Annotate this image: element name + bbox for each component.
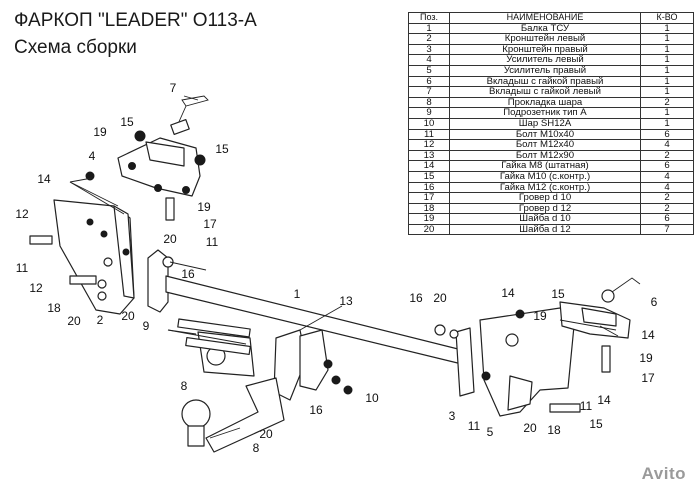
- callout-label: 7: [170, 81, 177, 95]
- callout-label: 6: [651, 295, 658, 309]
- callout-label: 10: [365, 391, 379, 405]
- callout-label: 9: [143, 319, 150, 333]
- callout-label: 19: [197, 200, 211, 214]
- callout-label: 14: [501, 286, 515, 300]
- callout-label: 8: [181, 379, 188, 393]
- socket-plate-part: [177, 318, 255, 377]
- header-quantity: К-ВО: [640, 12, 694, 24]
- callout-label: 20: [523, 421, 537, 435]
- callout-label: 19: [533, 309, 547, 323]
- callout-label: 20: [163, 232, 177, 246]
- diagram-subtitle: Схема сборки: [14, 37, 137, 58]
- callout-label: 5: [487, 425, 494, 439]
- tow-beam-part: [147, 249, 475, 397]
- callout-label: 18: [547, 423, 561, 437]
- reinforcement-left-part: [117, 137, 201, 197]
- callout-label: 19: [93, 125, 107, 139]
- callout-label: 8: [253, 441, 260, 455]
- callout-label: 11: [16, 261, 29, 275]
- callout-label: 12: [15, 207, 29, 221]
- callout-label: 17: [203, 217, 217, 231]
- callout-label: 18: [47, 301, 61, 315]
- leader-lines: [69, 95, 619, 439]
- table-header-row: Поз. НАИМЕНОВАНИЕ К-ВО: [408, 12, 694, 24]
- callout-label: 2: [97, 313, 104, 327]
- callout-label: 15: [589, 417, 603, 431]
- callout-label: 11: [580, 399, 593, 413]
- ball-mount-part: [181, 329, 353, 453]
- callout-label: 15: [120, 115, 134, 129]
- callout-label: 14: [37, 172, 51, 186]
- callout-label: 11: [206, 235, 219, 249]
- callout-label: 16: [309, 403, 323, 417]
- bolts-left-part: [29, 197, 175, 301]
- nuts-center-part: [85, 130, 459, 339]
- callout-label: 14: [597, 393, 611, 407]
- callout-label: 11: [468, 419, 481, 433]
- callout-label: 14: [641, 328, 655, 342]
- bracket-left-part: [53, 199, 135, 315]
- avito-watermark: Avito: [641, 464, 686, 483]
- callout-label: 1: [294, 287, 301, 301]
- callout-label: 20: [67, 314, 81, 328]
- callout-label: 4: [89, 149, 96, 163]
- callout-label: 12: [29, 281, 43, 295]
- insert-left-part: [170, 95, 209, 136]
- callout-label: 15: [551, 287, 565, 301]
- callout-label: 3: [449, 409, 456, 423]
- diagram-title: ФАРКОП "LEADER" O113-A: [14, 10, 257, 31]
- callout-label: 13: [339, 294, 353, 308]
- callout-label: 19: [639, 351, 653, 365]
- callout-label: 20: [433, 291, 447, 305]
- callout-label: 20: [121, 309, 135, 323]
- bracket-right-part: [479, 307, 575, 417]
- cell-quantity: 7: [640, 223, 694, 236]
- callout-label: 16: [409, 291, 423, 305]
- callout-label: 20: [259, 427, 273, 441]
- callout-label: 15: [215, 142, 229, 156]
- callout-label: 17: [641, 371, 655, 385]
- reinforcement-right-part: [549, 277, 641, 413]
- callout-label: 16: [181, 267, 195, 281]
